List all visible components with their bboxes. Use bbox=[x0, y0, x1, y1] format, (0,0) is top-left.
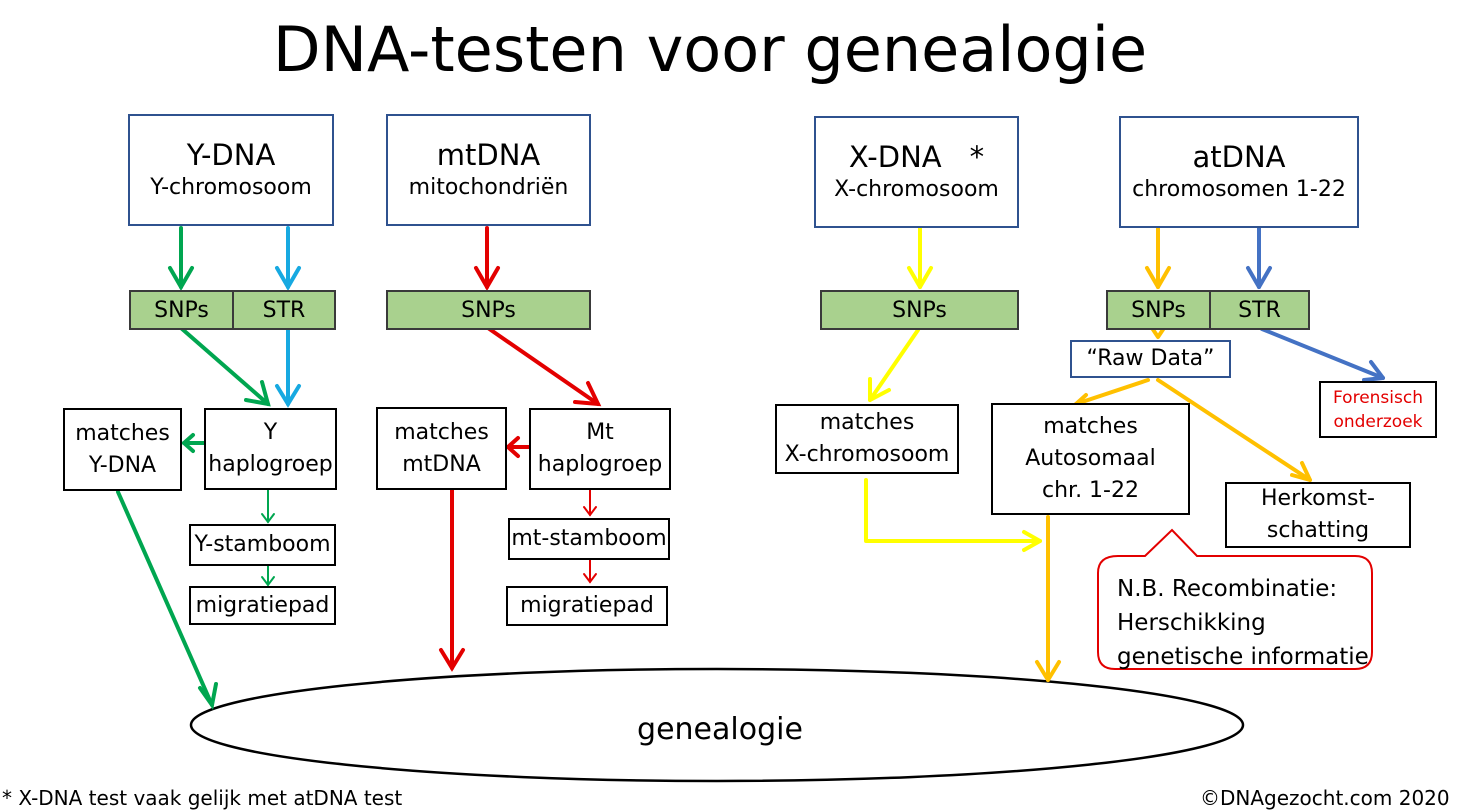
footnote: * X-DNA test vaak gelijk met atDNA test bbox=[2, 786, 403, 810]
y-stamboom-label: Y-stamboom bbox=[194, 532, 331, 557]
ydna-str-cell: STR bbox=[232, 290, 336, 330]
forensisch-line2: onderzoek bbox=[1333, 411, 1423, 432]
ydna-sub: Y-chromosoom bbox=[150, 175, 312, 200]
y-migratiepad-box: migratiepad bbox=[189, 586, 336, 625]
mt-migratiepad-box: migratiepad bbox=[506, 586, 668, 626]
y-stamboom-box: Y-stamboom bbox=[189, 524, 336, 566]
atdna-matches-line1: matches bbox=[1043, 414, 1138, 439]
atdna-name: atDNA bbox=[1192, 140, 1286, 174]
mt-haplogroup-line1: Mt bbox=[586, 420, 614, 445]
y-haplogroup-box: Y haplogroep bbox=[204, 408, 337, 490]
xdna-matches-line1: matches bbox=[819, 410, 915, 435]
mtdna-box: mtDNA mitochondriën bbox=[386, 114, 591, 226]
ydna-box: Y-DNA Y-chromosoom bbox=[128, 114, 334, 226]
atdna-matches-line3: chr. 1-22 bbox=[1042, 478, 1139, 503]
xdna-name-line: X-DNA * bbox=[849, 139, 984, 175]
mtdna-name: mtDNA bbox=[436, 138, 541, 172]
recombination-note: N.B. Recombinatie: Herschikking genetisc… bbox=[1117, 572, 1369, 674]
copyright: ©DNAgezocht.com 2020 bbox=[1200, 786, 1450, 810]
ydna-matches-line2: Y-DNA bbox=[88, 452, 157, 478]
note-line3: genetische informatie bbox=[1117, 644, 1369, 670]
xdna-snps-cell: SNPs bbox=[820, 290, 1019, 330]
atdna-snps-cell: SNPs bbox=[1106, 290, 1211, 330]
y-haplogroup-line2: haplogroep bbox=[208, 452, 333, 477]
mtdna-matches-line2: mtDNA bbox=[402, 451, 481, 477]
raw-data-box: “Raw Data” bbox=[1070, 340, 1231, 378]
mtdna-matches-line1: matches bbox=[394, 419, 489, 445]
ydna-snps-cell: SNPs bbox=[129, 290, 234, 330]
atdna-matches-line2: Autosomaal bbox=[1025, 446, 1156, 471]
raw-data-label: “Raw Data” bbox=[1086, 346, 1215, 371]
diagram-title: DNA-testen voor genealogie bbox=[272, 13, 1148, 86]
mt-stamboom-box: mt-stamboom bbox=[508, 518, 670, 560]
mt-migratiepad-label: migratiepad bbox=[520, 593, 654, 618]
atdna-box: atDNA chromosomen 1-22 bbox=[1119, 116, 1359, 228]
xdna-sub: X-chromosoom bbox=[834, 177, 999, 202]
herkomst-line1: Herkomst- bbox=[1261, 486, 1375, 511]
atdna-matches-box: matches Autosomaal chr. 1-22 bbox=[991, 403, 1190, 515]
ydna-matches-line1: matches bbox=[75, 420, 170, 446]
mt-haplogroup-box: Mt haplogroep bbox=[529, 408, 671, 490]
mtdna-snps-cell: SNPs bbox=[386, 290, 591, 330]
herkomst-line2: schatting bbox=[1266, 518, 1370, 543]
mtdna-matches-box: matches mtDNA bbox=[376, 407, 507, 490]
ydna-matches-box: matches Y-DNA bbox=[63, 408, 182, 491]
genealogy-label: genealogie bbox=[637, 712, 803, 747]
xdna-star: * bbox=[969, 140, 985, 174]
forensisch-box: Forensisch onderzoek bbox=[1319, 381, 1437, 438]
mt-haplogroup-line2: haplogroep bbox=[537, 452, 663, 477]
callout-bubble bbox=[1097, 528, 1373, 670]
atdna-str-cell: STR bbox=[1209, 290, 1310, 330]
mtdna-sub: mitochondriën bbox=[408, 175, 569, 200]
herkomst-box: Herkomst- schatting bbox=[1225, 482, 1411, 548]
mt-stamboom-label: mt-stamboom bbox=[511, 526, 667, 551]
xdna-matches-box: matches X-chromosoom bbox=[775, 404, 959, 474]
atdna-arrows bbox=[1035, 226, 1385, 682]
ydna-arrows bbox=[116, 226, 301, 711]
genealogy-ellipse bbox=[189, 667, 1245, 783]
xdna-matches-line2: X-chromosoom bbox=[784, 442, 950, 467]
note-line1: N.B. Recombinatie: bbox=[1117, 576, 1338, 602]
atdna-sub: chromosomen 1-22 bbox=[1132, 177, 1346, 202]
y-migratiepad-label: migratiepad bbox=[195, 592, 330, 618]
xdna-box: X-DNA * X-chromosoom bbox=[814, 116, 1019, 228]
xdna-name: X-DNA bbox=[848, 140, 942, 174]
mtdna-arrows bbox=[439, 226, 602, 672]
y-haplogroup-line1: Y bbox=[263, 420, 278, 445]
ydna-name: Y-DNA bbox=[186, 138, 276, 172]
forensisch-line1: Forensisch bbox=[1333, 387, 1423, 408]
note-line2: Herschikking bbox=[1117, 610, 1266, 636]
xdna-arrows bbox=[864, 226, 1042, 552]
